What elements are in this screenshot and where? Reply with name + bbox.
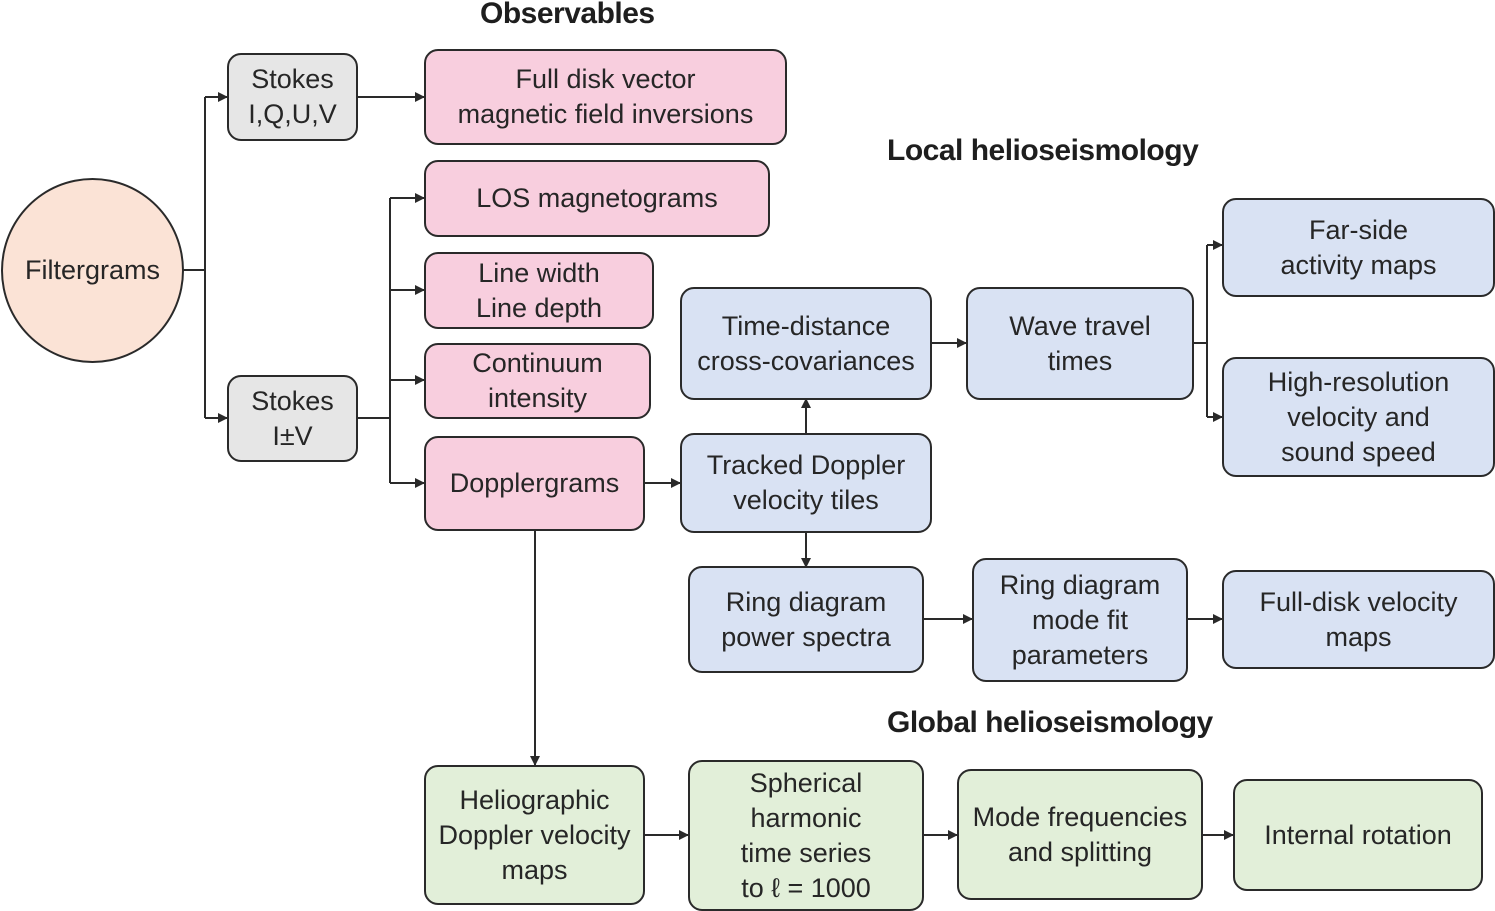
node-time-distance: Time-distance cross-covariances [680, 287, 932, 400]
node-filtergrams: Filtergrams [1, 178, 184, 363]
node-high-resolution: High-resolution velocity and sound speed [1222, 357, 1495, 477]
node-stokes-iquv: Stokes I,Q,U,V [227, 53, 358, 141]
node-spherical-harmonic: Spherical harmonic time series to ℓ = 10… [688, 760, 924, 911]
node-stokes-ipv: Stokes I±V [227, 375, 358, 462]
edge-stokes-ipv-trunk [357, 198, 391, 483]
node-full-disk-velocity: Full-disk velocity maps [1222, 570, 1495, 669]
node-los-magnetograms: LOS magnetograms [424, 160, 770, 237]
edge-wave-trunk [1193, 245, 1208, 417]
node-vector-inversions: Full disk vector magnetic field inversio… [424, 49, 787, 145]
node-heliographic-maps: Heliographic Doppler velocity maps [424, 765, 645, 905]
node-far-side-maps: Far-side activity maps [1222, 198, 1495, 297]
node-wave-travel-times: Wave travel times [966, 287, 1194, 400]
heading-global-helioseismology: Global helioseismology [887, 706, 1213, 739]
node-line-width-depth: Line width Line depth [424, 252, 654, 329]
heading-observables: Observables [480, 0, 655, 30]
node-continuum-intensity: Continuum intensity [424, 343, 651, 419]
heading-local-helioseismology: Local helioseismology [887, 134, 1199, 167]
node-dopplergrams: Dopplergrams [424, 436, 645, 531]
node-ring-power-spectra: Ring diagram power spectra [688, 566, 924, 673]
node-mode-frequencies: Mode frequencies and splitting [957, 769, 1203, 900]
node-ring-fit-parameters: Ring diagram mode fit parameters [972, 558, 1188, 682]
node-internal-rotation: Internal rotation [1233, 779, 1483, 891]
edge-filtergrams-trunk [182, 97, 206, 418]
node-tracked-doppler-tiles: Tracked Doppler velocity tiles [680, 433, 932, 533]
